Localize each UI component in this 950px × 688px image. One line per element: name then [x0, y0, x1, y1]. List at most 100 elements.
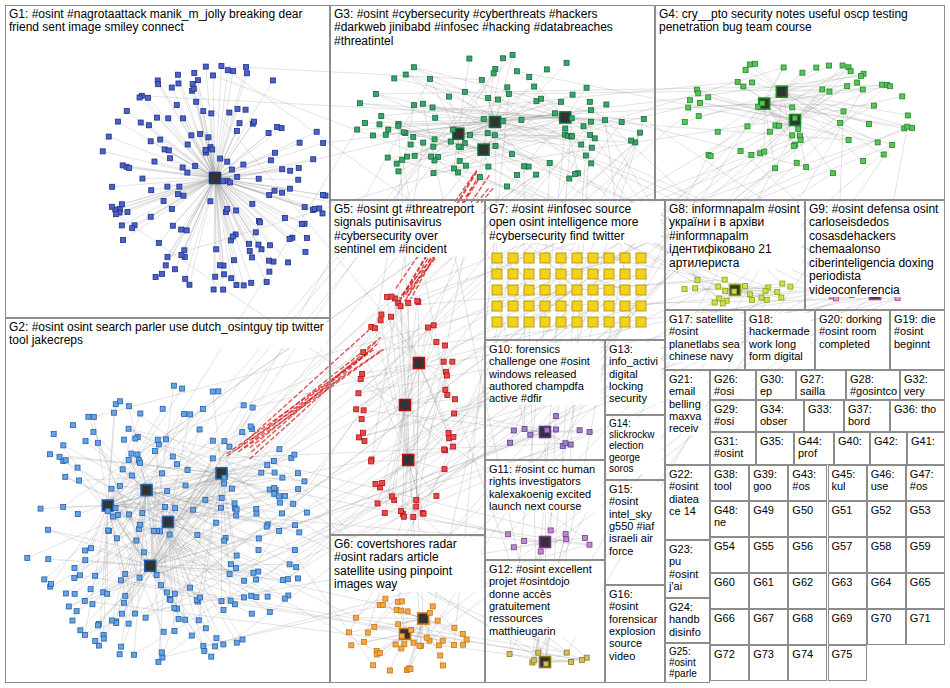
vertex-link — [215, 143, 300, 178]
vertex-icon — [570, 92, 575, 97]
vertex-icon — [365, 630, 370, 635]
vertex-link — [158, 80, 215, 178]
vertex-icon — [282, 494, 287, 499]
vertex-icon — [184, 228, 189, 233]
vertex-icon — [171, 383, 176, 388]
vertex-icon — [544, 661, 549, 666]
vertex-icon — [377, 651, 382, 656]
vertex-icon — [134, 538, 139, 543]
vertex-icon — [130, 226, 135, 231]
vertex-icon — [441, 663, 446, 668]
vertex-icon — [297, 530, 302, 535]
vertex-icon — [117, 399, 122, 404]
vertex-link — [379, 124, 483, 149]
vertex-icon — [198, 595, 203, 600]
vertex-icon — [604, 285, 614, 295]
vertex-icon — [372, 624, 377, 629]
vertex-icon — [452, 625, 457, 630]
vertex-icon — [508, 253, 518, 263]
vertex-icon — [588, 253, 598, 263]
group-box: G35: — [756, 432, 794, 465]
vertex-icon — [380, 603, 385, 608]
vertex-icon — [191, 86, 196, 91]
vertex-link — [215, 178, 258, 245]
vertex-icon — [172, 606, 177, 611]
vertex-icon — [479, 77, 484, 82]
vertex-icon — [146, 123, 151, 128]
group-box: G64 — [867, 573, 906, 609]
vertex-icon — [227, 180, 232, 185]
group-label: G30: ep — [760, 373, 792, 398]
vertex-icon — [219, 505, 224, 510]
vertex-icon — [159, 471, 164, 476]
vertex-icon — [93, 573, 98, 578]
vertex-icon — [277, 447, 282, 452]
vertex-icon — [25, 555, 30, 560]
vertex-link — [191, 135, 215, 178]
vertex-icon — [117, 483, 122, 488]
vertex-icon — [514, 173, 519, 178]
vertex-icon — [451, 127, 456, 132]
vertex-icon — [75, 512, 80, 517]
vertex-icon — [735, 80, 740, 85]
vertex-icon — [451, 643, 456, 648]
vertex-icon — [392, 76, 397, 81]
vertex-icon — [119, 202, 124, 207]
vertex-icon — [445, 393, 450, 398]
vertex-link — [215, 178, 267, 282]
vertex-icon — [90, 602, 95, 607]
vertex-icon — [119, 611, 124, 616]
group-box: G6: covertshores radar #osint radars art… — [330, 535, 485, 683]
vertex-icon — [452, 411, 457, 416]
vertex-icon — [747, 62, 752, 67]
group-label: G20: dorking #osint room completed — [819, 313, 886, 350]
vertex-icon — [763, 288, 768, 293]
vertex-icon — [696, 91, 701, 96]
vertex-icon — [266, 258, 271, 263]
group-label: G42: — [874, 435, 903, 447]
vertex-icon — [135, 452, 140, 457]
vertex-icon — [781, 65, 786, 70]
vertex-icon — [380, 481, 385, 486]
vertex-icon — [848, 69, 853, 74]
vertex-icon — [169, 85, 174, 90]
cross-group-link — [140, 463, 508, 534]
vertex-icon — [256, 547, 261, 552]
vertex-link — [132, 178, 215, 228]
vertex-icon — [420, 101, 425, 106]
vertex-icon — [250, 255, 255, 260]
vertex-link — [144, 473, 222, 552]
vertex-icon — [723, 288, 728, 293]
vertex-icon — [845, 84, 850, 89]
vertex-icon — [296, 165, 301, 170]
cross-group-link — [118, 73, 494, 515]
vertex-icon — [798, 137, 803, 142]
vertex-icon — [861, 159, 866, 164]
vertex-icon — [182, 248, 187, 253]
vertex-icon — [185, 142, 190, 147]
vertex-layer — [25, 52, 924, 673]
group-label: G32: very — [904, 373, 941, 398]
vertex-icon — [172, 629, 177, 634]
vertex-icon — [490, 117, 501, 128]
vertex-icon — [603, 118, 608, 123]
vertex-icon — [72, 591, 77, 596]
vertex-icon — [232, 501, 237, 506]
vertex-icon — [442, 467, 447, 472]
vertex-icon — [121, 238, 126, 243]
vertex-icon — [256, 569, 261, 574]
vertex-icon — [722, 277, 727, 282]
vertex-link — [168, 473, 261, 522]
vertex-icon — [552, 111, 557, 116]
vertex-icon — [119, 223, 124, 228]
vertex-icon — [747, 292, 752, 297]
vertex-link — [215, 178, 313, 210]
vertex-icon — [131, 652, 136, 657]
group-box: G14: slickrockw election george soros — [605, 415, 665, 480]
vertex-icon — [846, 137, 851, 142]
vertex-link — [116, 178, 215, 214]
vertex-icon — [424, 635, 429, 640]
vertex-icon — [210, 438, 215, 443]
vertex-icon — [250, 201, 255, 206]
vertex-link — [147, 490, 259, 538]
